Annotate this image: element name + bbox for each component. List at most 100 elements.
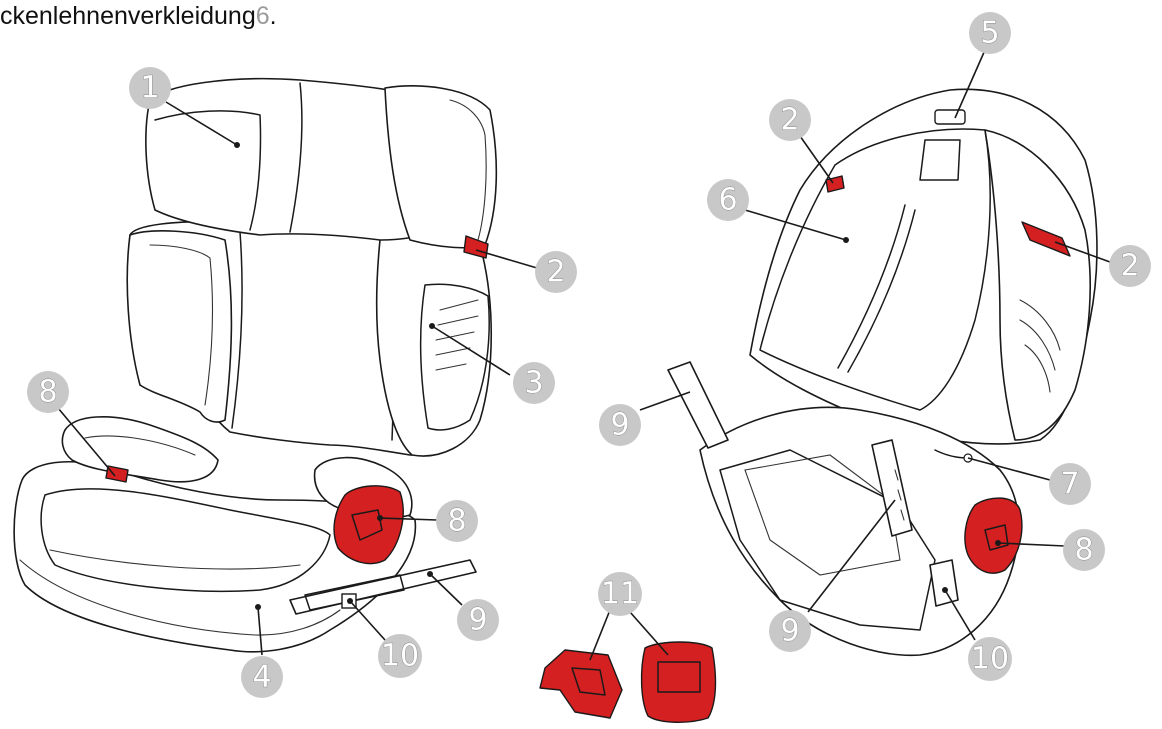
- badge-release-strap: 7: [1049, 463, 1091, 505]
- rear-backrest-cover: [759, 128, 991, 411]
- badge-label: 2: [546, 255, 565, 290]
- badge-front-belt-guide-right: 8: [436, 500, 478, 542]
- rear-slider-button-right: [1021, 221, 1071, 257]
- badge-label: 10: [971, 642, 1009, 677]
- leader-clip-right: [629, 611, 669, 656]
- belt-guide-clip-front-opening: [657, 661, 701, 693]
- leader-rear-belt-guide: [997, 542, 1066, 547]
- badge-rear-belt-guide: 8: [1063, 529, 1105, 571]
- front-seat-cushion-inner: [40, 488, 331, 592]
- badge-label: 2: [1120, 249, 1139, 284]
- front-view-seat: [13, 77, 498, 653]
- badge-label: 5: [980, 16, 999, 51]
- rear-belt-guide-slot: [984, 524, 1009, 551]
- badge-label: 1: [140, 71, 159, 106]
- belt-guide-clip-detail: [539, 641, 717, 723]
- rear-isofix-arm-left: [667, 361, 729, 449]
- badge-label: 8: [447, 504, 466, 539]
- badge-label: 9: [780, 614, 799, 649]
- badge-label: 10: [381, 639, 419, 674]
- badge-top-handle: 5: [969, 12, 1011, 54]
- anchor-dot: [347, 598, 353, 604]
- front-left-wing: [126, 230, 233, 423]
- caption-suffix: .: [269, 2, 277, 30]
- badge-label: 9: [610, 408, 629, 443]
- leader-rear-isofix-bottom: [807, 499, 896, 613]
- badge-backrest-cover: 6: [707, 179, 749, 221]
- badge-rear-isofix-release: 10: [968, 637, 1012, 681]
- front-right-belt-guide: [333, 485, 404, 565]
- leader-seat-base: [257, 606, 263, 656]
- anchor-dot: [995, 540, 1001, 546]
- leader-rear-isofix-left: [639, 391, 691, 411]
- badge-headrest: 1: [129, 67, 171, 109]
- front-headrest-right-inner: [449, 99, 487, 241]
- belt-guide-clip-angled: [539, 649, 623, 719]
- rear-right-wing: [984, 129, 1091, 441]
- badge-label: 8: [1074, 533, 1093, 568]
- badge-seat-base: 4: [241, 656, 283, 698]
- caption-text: ckenlehnenverkleidung: [0, 2, 256, 30]
- front-side-protection-vent: [435, 299, 479, 371]
- leader-lines: [57, 49, 1111, 661]
- caption-part-number: 6: [255, 2, 270, 30]
- badge-label: 4: [252, 660, 271, 695]
- anchor-dot: [843, 237, 849, 243]
- rear-top-handle: [934, 109, 966, 125]
- rear-isofix-release: [929, 559, 959, 607]
- front-backrest-center: [231, 231, 243, 429]
- leader-rear-slider-right: [1054, 241, 1111, 263]
- leader-front-belt-guide-right: [379, 517, 438, 521]
- front-headrest-center: [289, 82, 303, 233]
- leader-rear-isofix-release: [944, 589, 976, 641]
- front-left-wing-inner: [149, 244, 214, 406]
- leader-clip-left: [589, 609, 611, 661]
- leader-release-strap: [967, 457, 1051, 481]
- leader-front-slider: [475, 249, 538, 269]
- rear-view-seat: [667, 88, 1098, 657]
- badge-front-isofix-arm: 9: [457, 599, 499, 641]
- badge-label: 8: [38, 375, 57, 410]
- front-side-protection-pad: [419, 283, 490, 431]
- rear-backrest-groove: [837, 204, 916, 373]
- rear-right-wing-ribs: [1019, 299, 1061, 393]
- badge-belt-guide-clip: 11: [598, 572, 642, 616]
- rear-belt-guide: [964, 497, 1023, 574]
- front-right-belt-guide-slot: [351, 509, 383, 541]
- badge-front-slider: 2: [535, 251, 577, 293]
- badge-front-isofix-release: 10: [378, 634, 422, 678]
- front-headrest-left-pad: [154, 110, 262, 231]
- front-isofix-slot: [304, 574, 405, 611]
- badge-label: 6: [718, 183, 737, 218]
- badge-label: 3: [524, 366, 543, 401]
- leader-front-isofix-release: [349, 600, 386, 641]
- rear-top-handle-plate: [919, 139, 961, 181]
- leader-top-handle: [954, 49, 986, 119]
- anchor-dot: [429, 323, 435, 329]
- rear-storage-tray: [744, 454, 901, 576]
- belt-guide-clip-angled-opening: [571, 667, 606, 696]
- front-seat-stitch: [49, 549, 301, 570]
- leader-front-belt-guide-left: [57, 407, 116, 477]
- caption: ckenlehnenverkleidung6.: [0, 2, 277, 31]
- front-right-wing: [375, 234, 493, 457]
- leader-side-protection: [431, 325, 511, 376]
- badge-label: 2: [780, 103, 799, 138]
- anchor-dot: [942, 587, 948, 593]
- front-left-armrest: [61, 416, 219, 483]
- badge-rear-slider-left: 2: [769, 99, 811, 141]
- leader-headrest: [165, 101, 238, 146]
- front-left-armrest-inner: [84, 435, 196, 456]
- leader-front-isofix-arm: [429, 573, 463, 606]
- leader-rear-slider-left: [799, 135, 834, 184]
- anchor-dot: [255, 604, 261, 610]
- badge-label: 7: [1060, 467, 1079, 502]
- number-badges: 1 2 3 4 8 8 9 10 11 5 2 2 6 9 9 7 8 10: [27, 12, 1151, 698]
- badge-rear-slider-right: 2: [1109, 245, 1151, 287]
- anchor-dot: [377, 515, 383, 521]
- badge-front-belt-guide-left: 8: [27, 371, 69, 413]
- anchor-dot: [234, 142, 240, 148]
- badge-rear-isofix-bottom: 9: [769, 610, 811, 652]
- front-left-belt-guide-mark: [105, 465, 129, 483]
